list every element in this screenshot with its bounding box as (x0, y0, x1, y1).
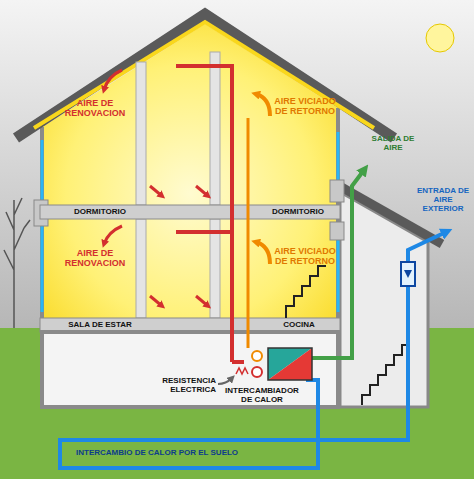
resistor-symbol (236, 368, 248, 374)
leader-line (218, 378, 232, 384)
room-label: COCINA (262, 320, 336, 329)
house-wall (42, 108, 338, 332)
stairs (362, 345, 410, 405)
window-frame (330, 222, 344, 240)
ground-loop-duct (60, 286, 408, 468)
part-label: RESISTENCIA ELECTRICA (126, 376, 216, 394)
tree (4, 198, 30, 330)
air-label: AIRE DE RENOVACION (55, 98, 135, 119)
stairs (286, 266, 326, 318)
heat-exchanger (268, 348, 312, 380)
return-duct (247, 118, 250, 348)
roof-insulation (34, 22, 374, 128)
air-label: ENTRADA DE AIRE EXTERIOR (414, 186, 472, 214)
air-label: AIRE VICIADO DE RETORNO (272, 96, 338, 117)
window-frame (330, 180, 344, 202)
part-label: INTERCAMBIADOR DE CALOR (220, 386, 304, 404)
fan (252, 351, 262, 361)
air-label: AIRE VICIADO DE RETORNO (272, 246, 338, 267)
room-label: DORMITORIO (60, 207, 140, 216)
return-arrow (256, 94, 270, 264)
roof (16, 14, 394, 138)
supply-arrow (104, 70, 208, 306)
fan (252, 367, 262, 377)
column (136, 52, 220, 318)
heat-exchanger (268, 348, 312, 380)
heat-exchanger-frame (268, 348, 312, 380)
floor-slab (40, 205, 340, 219)
sun (426, 24, 454, 52)
floor-slab (40, 318, 340, 332)
basement (42, 332, 338, 407)
room-label: DORMITORIO (260, 207, 336, 216)
air-label: SALIDA DE AIRE (366, 134, 420, 152)
room-label: SALA DE ESTAR (55, 320, 145, 329)
air-label: AIRE DE RENOVACION (55, 248, 135, 269)
filter-box (401, 262, 415, 286)
supply-duct (176, 66, 244, 362)
part-label: INTERCAMBIO DE CALOR POR EL SUELO (76, 448, 290, 457)
intake-duct (408, 232, 446, 262)
filter-symbol (404, 270, 412, 278)
